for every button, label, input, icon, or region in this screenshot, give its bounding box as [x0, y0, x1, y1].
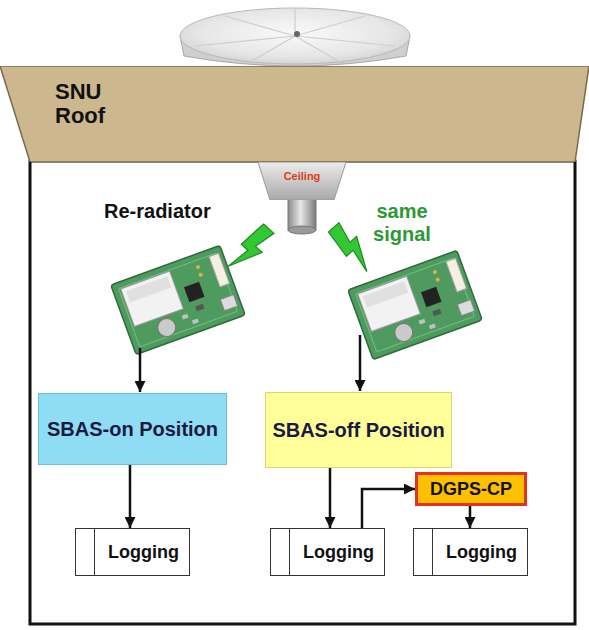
signal-note: same signal — [352, 200, 452, 246]
board-arrow — [359, 335, 362, 391]
data-store: Logging — [270, 528, 385, 576]
flow-arrow — [329, 468, 332, 528]
node-text: DGPS-CP — [430, 479, 512, 500]
gps-board — [348, 250, 482, 359]
node-text: Logging — [303, 542, 374, 563]
data-store: Logging — [75, 528, 190, 576]
process-box: SBAS-on Position — [38, 393, 227, 465]
ceiling-fill — [258, 162, 346, 200]
data-store: Logging — [413, 528, 528, 576]
flow-arrow — [362, 489, 415, 528]
part-label: Re-radiator — [104, 200, 211, 223]
node-text: Logging — [446, 542, 517, 563]
ceiling-mount: Ceiling — [258, 162, 346, 200]
signal-bolt — [225, 222, 277, 277]
roof-fill — [0, 66, 589, 162]
flow-arrow — [129, 465, 132, 528]
process-box: SBAS-off Position — [265, 392, 452, 468]
building-outline — [30, 161, 575, 624]
process-box: DGPS-CP — [415, 472, 527, 506]
node-text: SBAS-off Position — [272, 419, 444, 442]
node-text: SBAS-on Position — [47, 418, 218, 441]
node-text: SNU Roof — [55, 80, 130, 128]
signal-bolt — [326, 220, 378, 275]
store-divider — [432, 529, 433, 575]
store-divider — [94, 529, 95, 575]
node-text: Logging — [108, 542, 179, 563]
board-arrow — [139, 348, 142, 392]
gps-board — [111, 245, 245, 354]
antenna-dome — [180, 8, 410, 66]
roof-band: SNU Roof — [0, 66, 589, 162]
flow-arrow — [469, 506, 472, 528]
store-divider — [289, 529, 290, 575]
node-text: Ceiling — [284, 170, 321, 183]
